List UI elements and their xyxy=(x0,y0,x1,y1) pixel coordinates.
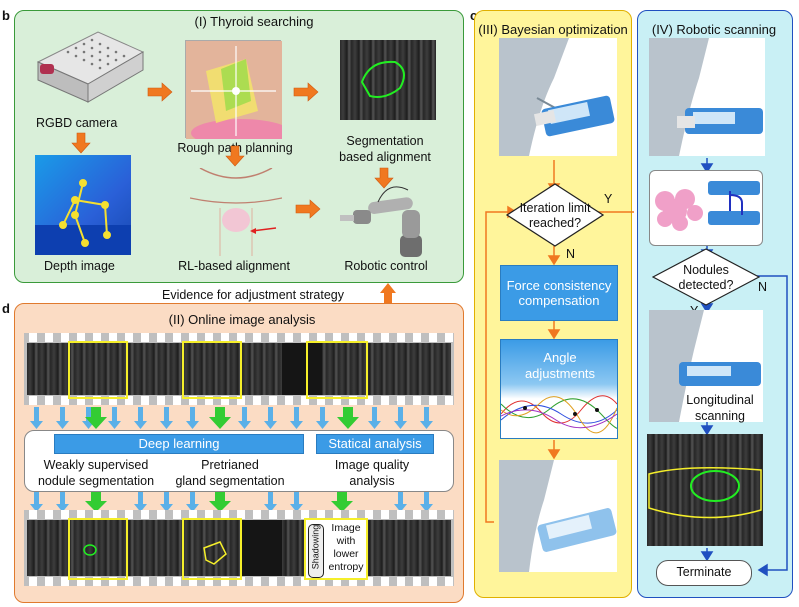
longitudinal-label-2: scanning xyxy=(694,409,746,423)
nodules-no-label: N xyxy=(758,280,768,294)
angle-label-1: Angle xyxy=(543,350,577,365)
longitudinal-label-1: Longitudinal xyxy=(686,393,754,407)
panel-b-title: (I) Thyroid searching xyxy=(194,14,314,29)
iteration-label-2: reached? xyxy=(528,216,582,230)
top-frame-3 xyxy=(306,341,368,399)
rgbd-camera-label: RGBD camera xyxy=(36,116,118,130)
angle-label-2: adjustments xyxy=(524,366,596,381)
top-down-arrows xyxy=(30,407,433,429)
lower-entropy-1: Image xyxy=(331,522,361,534)
top-frame-2 xyxy=(182,341,242,399)
nodules-label-2: detected? xyxy=(678,278,734,292)
top-film-strip xyxy=(24,333,454,405)
longitudinal-neck-image xyxy=(649,310,763,422)
segmentation-label-1: Segmentation xyxy=(346,134,424,148)
panel-b-arrows xyxy=(71,82,394,219)
lower-entropy-3: lower xyxy=(333,548,359,560)
angle-adjustments-box: Angle adjustments xyxy=(500,339,618,439)
robotic-control-label: Robotic control xyxy=(344,259,428,273)
nodules-label-1: Nodules xyxy=(683,263,729,277)
bayes-neck-image-2 xyxy=(499,460,617,572)
evidence-label: Evidence for adjustment strategy xyxy=(161,288,345,302)
nodules-decision xyxy=(652,248,760,306)
panel-d-title: (II) Online image analysis xyxy=(168,312,316,327)
terminate-label: Terminate xyxy=(676,565,732,579)
bottom-frame-2 xyxy=(182,518,242,580)
rl-alignment-image xyxy=(190,168,282,256)
panel-letter-d: d xyxy=(2,301,10,316)
deep-learning-box: Deep learning xyxy=(54,434,304,454)
force-label-2: compensation xyxy=(518,293,600,308)
statical-analysis-box: Statical analysis xyxy=(316,434,434,454)
depth-image-label: Depth image xyxy=(44,259,115,273)
thyroid-scan-image xyxy=(649,170,763,246)
bottom-frame-1 xyxy=(68,518,128,580)
gland-label-1: Pretrianed xyxy=(201,458,259,472)
shadowing-label: Shadowing xyxy=(310,524,321,570)
iteration-no-label: N xyxy=(566,247,576,261)
gland-label-2: gland segmentation xyxy=(175,474,285,488)
bayes-neck-image-1 xyxy=(499,38,617,156)
bayesian-title: (III) Bayesian optimization xyxy=(478,22,628,37)
panel-letter-b: b xyxy=(2,8,10,23)
force-consistency-box: Force consistency compensation xyxy=(500,265,618,321)
lower-entropy-2: with xyxy=(336,535,356,547)
iteration-label-1: Iteration limit xyxy=(519,201,591,215)
bottom-down-arrows xyxy=(30,492,433,512)
depth-image xyxy=(35,155,131,255)
segmentation-ultrasound-image xyxy=(340,40,436,120)
robotic-scanning-title: (IV) Robotic scanning xyxy=(651,22,777,37)
lower-entropy-4: entropy xyxy=(328,561,364,573)
bottom-film-strip xyxy=(24,510,454,586)
iteration-yes-label: Y xyxy=(604,192,613,206)
rgbd-camera-image xyxy=(36,31,145,103)
iteration-limit-decision xyxy=(506,183,604,247)
scan-neck-image-1 xyxy=(649,38,765,156)
weakly-label-1: Weakly supervised xyxy=(43,458,149,472)
rl-alignment-label: RL-based alignment xyxy=(178,259,290,273)
force-label-1: Force consistency xyxy=(506,278,612,293)
evidence-up-arrow xyxy=(380,283,396,305)
top-frame-1 xyxy=(68,341,128,399)
rough-path-image xyxy=(185,40,291,147)
quality-label-1: Image quality xyxy=(334,458,410,472)
robotic-arm-image xyxy=(340,186,422,257)
quality-label-2: analysis xyxy=(349,474,395,488)
bottom-frame-3: Shadowing Image with lower entropy xyxy=(304,518,368,580)
panel-letter-c: c xyxy=(470,8,478,23)
terminate-box xyxy=(656,560,752,586)
weakly-label-2: nodule segmentation xyxy=(37,474,155,488)
segmentation-label-2: based alignment xyxy=(339,150,431,164)
longitudinal-ultrasound-image xyxy=(647,434,763,546)
